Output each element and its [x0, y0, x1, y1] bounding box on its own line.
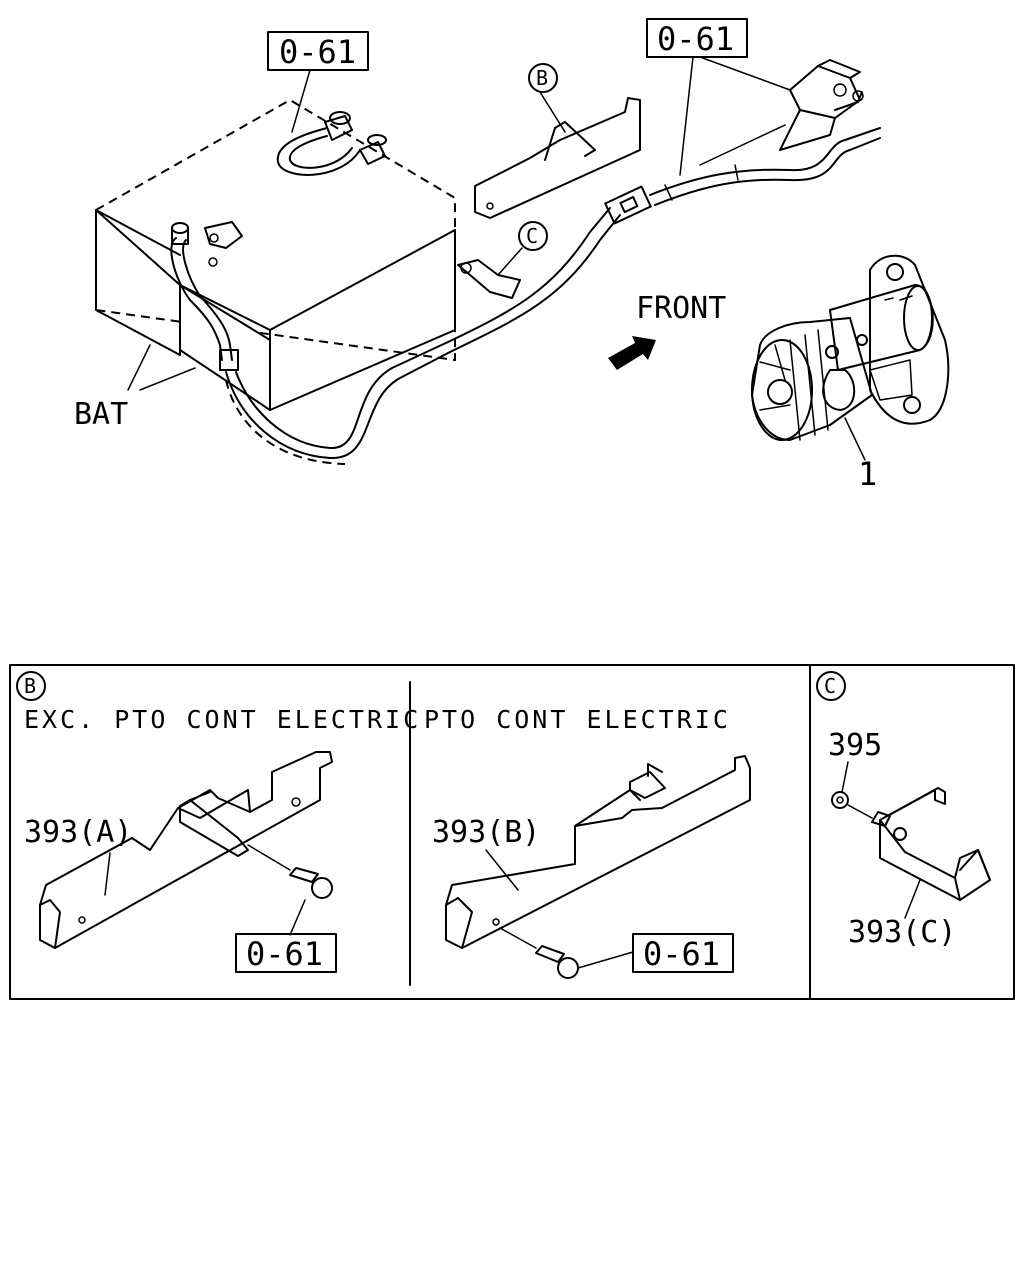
- part-393c: 393(C): [848, 915, 956, 950]
- label-front: FRONT: [636, 291, 726, 326]
- part-393b: 393(B): [432, 815, 540, 850]
- caption-exc-pto: EXC. PTO CONT ELECTRIC: [24, 705, 421, 734]
- callout-ref-detail-b: 0-61: [643, 935, 720, 973]
- bolt-b: [499, 927, 579, 979]
- marker-c-detail: C: [824, 674, 836, 698]
- label-starter-part: 1: [858, 455, 877, 493]
- front-arrow-icon: [608, 336, 656, 370]
- callout-ref-top-right: 0-61: [657, 20, 734, 58]
- battery: [95, 98, 456, 411]
- label-bat: BAT: [74, 397, 128, 432]
- part-395: 395: [828, 728, 882, 763]
- battery-jumper-cable: [276, 127, 361, 176]
- bracket-b-top: [474, 97, 641, 219]
- callout-ref-top-left: 0-61: [279, 33, 356, 71]
- marker-b-top: B: [536, 66, 548, 90]
- caption-pto: PTO CONT ELECTRIC: [424, 705, 731, 734]
- starter-motor: [751, 254, 950, 441]
- battery-cable: [170, 127, 881, 465]
- clip-c-top: [457, 259, 521, 299]
- bolt-a: [247, 844, 333, 899]
- detail-panel: [9, 664, 1015, 1000]
- marker-c-top: C: [526, 224, 538, 248]
- bracket-393a: [39, 751, 333, 949]
- bolt-c: [831, 791, 891, 827]
- callout-ref-detail-a: 0-61: [246, 935, 323, 973]
- part-393a: 393(A): [24, 815, 132, 850]
- marker-b-detail: B: [24, 674, 36, 698]
- clip-393c: [879, 787, 991, 901]
- bracket-393b: [445, 755, 751, 949]
- starter-relay: [699, 59, 864, 166]
